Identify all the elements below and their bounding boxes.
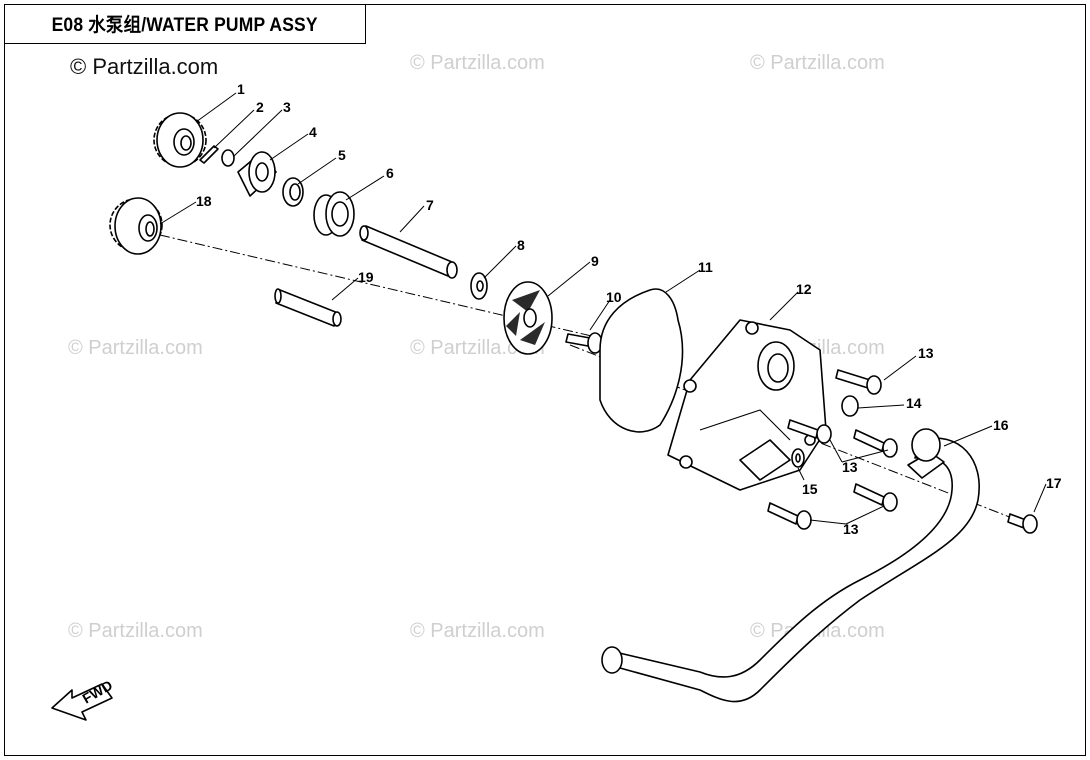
title-box: E08 水泵组/WATER PUMP ASSY: [4, 4, 366, 44]
cover-bolt-part: [853, 483, 898, 512]
callout-3: 3: [283, 99, 291, 115]
watermark: © Partzilla.com: [68, 620, 203, 642]
forward-arrow-icon: FWD: [51, 677, 115, 721]
callout-14: 14: [906, 395, 922, 411]
callout-19: 19: [358, 269, 374, 285]
pump-shaft-part: [359, 225, 458, 279]
idle-gear-part: [109, 197, 163, 255]
callout-labels: 1 2 3 4 5 6 7 8 9 10 11 12 13 13 13 14 1…: [196, 81, 1062, 537]
cover-bolt-part: [767, 502, 812, 530]
drive-gear-part: [153, 112, 207, 168]
callout-2: 2: [256, 99, 264, 115]
callout-9: 9: [591, 253, 599, 269]
pin-part: [199, 145, 219, 164]
pump-cover-part: [667, 319, 827, 491]
callout-1: 1: [237, 81, 245, 97]
callout-10: 10: [606, 289, 622, 305]
diagram-title: E08 水泵组/WATER PUMP ASSY: [51, 15, 318, 36]
watermark: © Partzilla.com: [410, 620, 545, 642]
callout-4: 4: [309, 124, 317, 140]
callout-13: 13: [843, 521, 859, 537]
callout-13: 13: [918, 345, 934, 361]
pipe-bolt-part: [1007, 513, 1038, 534]
watermark: © Partzilla.com: [410, 52, 545, 74]
callout-12: 12: [796, 281, 812, 297]
callout-15: 15: [802, 481, 818, 497]
cover-bolt-part: [853, 429, 898, 458]
mechanical-seal-part: [313, 191, 355, 237]
seal-part: [282, 177, 304, 207]
callout-8: 8: [517, 237, 525, 253]
callout-13: 13: [842, 459, 858, 475]
washer-part: [221, 149, 235, 167]
copyright-text: © Partzilla.com: [70, 54, 219, 79]
cover-bolt-part: [835, 369, 882, 395]
impeller-part: [503, 281, 553, 355]
callout-5: 5: [338, 147, 346, 163]
drain-washer-part: [791, 448, 805, 468]
callout-6: 6: [386, 165, 394, 181]
watermark: © Partzilla.com: [750, 52, 885, 74]
callout-17: 17: [1046, 475, 1062, 491]
gasket-part: [599, 288, 684, 433]
watermark: © Partzilla.com: [68, 337, 203, 359]
cover-bolt-part: [787, 419, 832, 444]
pin-shaft-part: [274, 288, 342, 327]
callout-7: 7: [426, 197, 434, 213]
callout-18: 18: [196, 193, 212, 209]
callout-16: 16: [993, 417, 1009, 433]
callout-11: 11: [698, 259, 713, 275]
diagram-frame: [4, 4, 1086, 756]
water-pipe-part: [601, 428, 980, 703]
o-ring-part: [841, 395, 859, 417]
bearing-part: [237, 151, 277, 197]
leader-lines: [159, 92, 1047, 525]
impeller-washer-part: [470, 272, 488, 300]
